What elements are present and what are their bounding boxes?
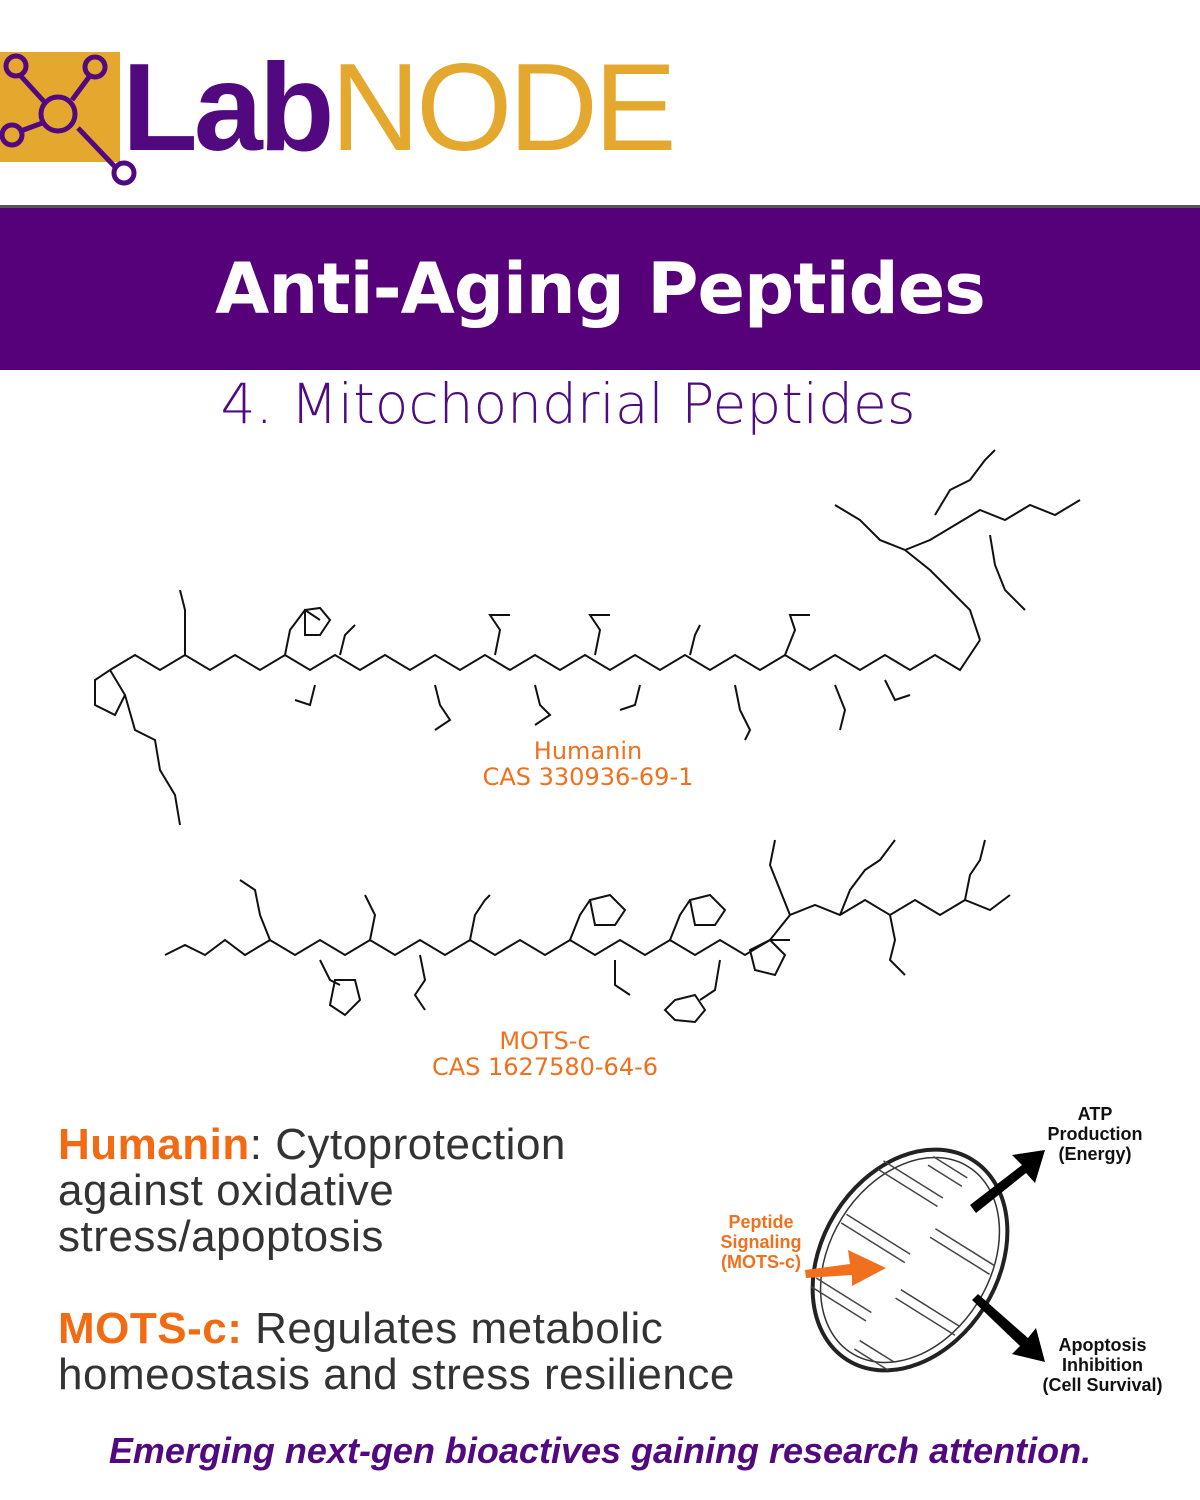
apoptosis-arrow-icon [972, 1294, 1045, 1362]
section-subtitle: 4. Mitochondrial Peptides [220, 372, 916, 436]
label-line: Production [1047, 1124, 1143, 1144]
mots-c-description: MOTS-c: Regulates metabolic homeostasis … [58, 1306, 858, 1398]
humanin-name: Humanin [533, 737, 643, 765]
page-title: Anti-Aging Peptides [215, 248, 986, 330]
humanin-label: Humanin [58, 1120, 250, 1169]
mitochondrion-diagram [805, 1147, 1045, 1373]
mots-c-structure-image [164, 839, 1011, 1024]
label-line: Apoptosis [1058, 1335, 1147, 1355]
divider [0, 205, 1200, 208]
logo-network-icon [0, 52, 137, 186]
label-line: (MOTS-c) [721, 1252, 801, 1272]
atp-production-label: ATP Production (Energy) [1025, 1104, 1165, 1164]
title-banner: Anti-Aging Peptides [0, 208, 1200, 370]
label-line: (Cell Survival) [1042, 1375, 1163, 1395]
humanin-cas: CAS 330936-69-1 [482, 763, 694, 791]
label-line: Signaling [720, 1232, 802, 1252]
humanin-structure-image [94, 449, 1081, 826]
peptide-signaling-label: Peptide Signaling (MOTS-c) [706, 1212, 816, 1272]
logo-lab: Lab [122, 39, 334, 177]
humanin-description: Humanin: Cytoprotection against oxidativ… [58, 1122, 648, 1260]
mots-c-description-text: Regulates metabolic homeostasis and stre… [58, 1304, 735, 1399]
label-line: ATP [1077, 1104, 1113, 1124]
logo-wordmark: LabNODE [122, 38, 677, 178]
logo-node: NODE [330, 39, 676, 177]
label-line: Inhibition [1062, 1355, 1143, 1375]
humanin-caption: Humanin CAS 330936-69-1 [430, 738, 746, 790]
separator: : [249, 1120, 276, 1169]
mots-c-cas: CAS 1627580-64-6 [431, 1053, 659, 1081]
atp-arrow-icon [970, 1150, 1045, 1213]
apoptosis-inhibition-label: Apoptosis Inhibition (Cell Survival) [1015, 1335, 1190, 1395]
footer-tagline: Emerging next-gen bioactives gaining res… [108, 1430, 1092, 1471]
humanin-description-text: Cytoprotection against oxidative stress/… [58, 1120, 566, 1261]
mots-c-name: MOTS-c [499, 1027, 591, 1055]
label-line: Peptide [728, 1212, 794, 1232]
mots-c-label: MOTS-c: [58, 1304, 243, 1353]
label-line: (Energy) [1058, 1144, 1132, 1164]
mots-c-caption: MOTS-c CAS 1627580-64-6 [390, 1028, 700, 1080]
peptide-arrow-icon [805, 1250, 886, 1286]
